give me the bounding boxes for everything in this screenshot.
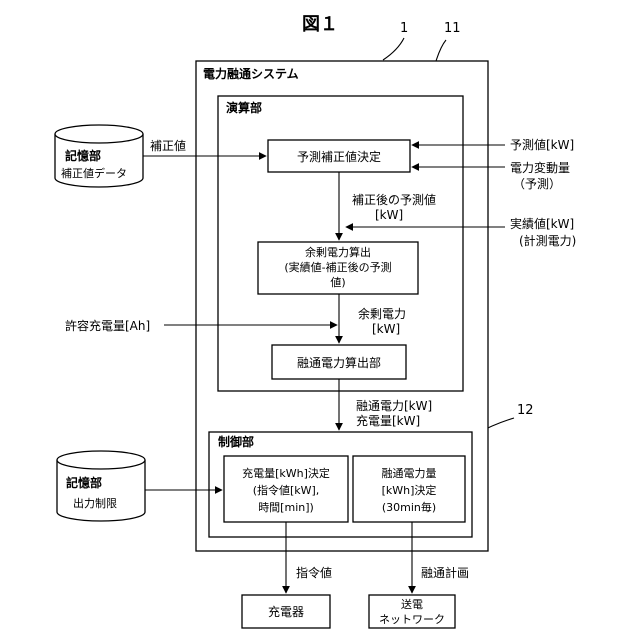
label-surplus-2: [kW] <box>372 322 400 336</box>
surplus-calc-line-2: (実績値-補正後の予測 <box>284 260 391 274</box>
ref-number-control: 12 <box>517 403 534 418</box>
ref-number-calc: 11 <box>444 21 461 36</box>
label-fluctuation-2: （予測） <box>513 177 561 191</box>
label-interchange-power-2: 充電量[kW] <box>356 413 420 428</box>
calc-unit-title: 演算部 <box>226 100 262 115</box>
label-correction-value: 補正値 <box>150 138 186 153</box>
ref-leader-system <box>383 38 404 60</box>
ref-number-system: 1 <box>400 21 408 36</box>
storage-bottom-title: 記憶部 <box>66 475 102 490</box>
correction-decision-label: 予測補正値決定 <box>297 149 381 164</box>
storage-top-title: 記憶部 <box>65 148 101 163</box>
label-actual-1: 実績値[kW] <box>510 216 574 231</box>
interchange-decision-line-1: 融通電力量 <box>382 467 437 480</box>
grid-label-1: 送電 <box>401 597 423 611</box>
charge-decision-line-3: 時間[min]) <box>258 501 314 514</box>
label-interchange-power-1: 融通電力[kW] <box>356 399 432 413</box>
surplus-calc-line-1: 余剰電力算出 <box>305 245 371 259</box>
label-surplus-1: 余剰電力 <box>358 306 406 321</box>
grid-label-2: ネットワーク <box>379 613 445 626</box>
label-corrected-forecast-2: [kW] <box>375 208 403 222</box>
system-title: 電力融通システム <box>203 66 299 81</box>
interchange-calc-label: 融通電力算出部 <box>297 355 381 370</box>
storage-top-subtitle: 補正値データ <box>61 166 127 180</box>
charge-decision-line-2: (指令値[kW], <box>253 483 320 497</box>
charge-decision-line-1: 充電量[kWh]決定 <box>242 466 330 480</box>
interchange-decision-line-3: (30min毎) <box>382 501 436 514</box>
surplus-calc-line-3: 値) <box>330 276 345 289</box>
label-interchange-plan: 融通計画 <box>421 565 469 580</box>
label-actual-2: (計測電力) <box>519 233 576 248</box>
label-forecast: 予測値[kW] <box>510 137 574 152</box>
figure-title: 図１ <box>302 14 338 35</box>
storage-bottom-subtitle: 出力制限 <box>73 496 117 510</box>
label-corrected-forecast-1: 補正後の予測値 <box>352 192 436 207</box>
control-unit-title: 制御部 <box>218 434 254 449</box>
charger-label: 充電器 <box>268 604 304 619</box>
label-allowable-charge: 許容充電量[Ah] <box>65 318 150 333</box>
label-command-value: 指令値 <box>296 565 332 580</box>
interchange-decision-line-2: [kWh]決定 <box>382 483 437 497</box>
label-fluctuation-1: 電力変動量 <box>510 160 570 175</box>
